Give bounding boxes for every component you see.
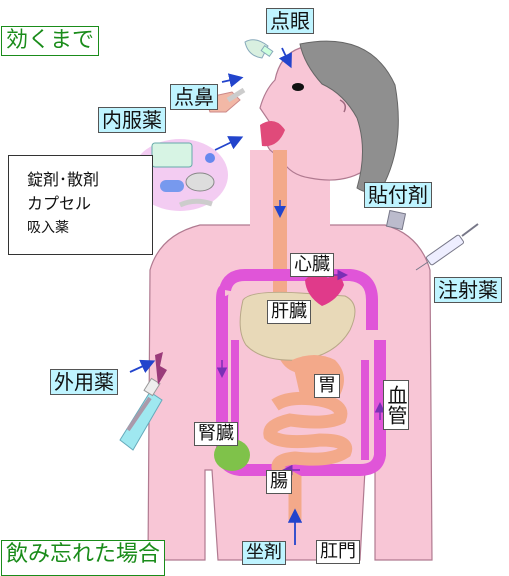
label-anus: 肛門 xyxy=(316,540,360,564)
label-kidney: 腎臓 xyxy=(194,422,238,446)
oral-arrow xyxy=(215,138,240,150)
oral-form-item: 吸入薬 xyxy=(27,216,152,240)
oral-form-item: カプセル xyxy=(27,192,152,216)
external-arrow xyxy=(130,362,152,372)
label-injection: 注射薬 xyxy=(434,277,502,303)
nasal-arrow xyxy=(222,78,240,82)
label-eye-drops: 点眼 xyxy=(266,8,314,34)
oral-form-item: 錠剤･散剤 xyxy=(27,168,152,192)
label-liver: 肝臓 xyxy=(267,300,311,324)
label-oral: 内服薬 xyxy=(98,107,166,133)
label-nasal: 点鼻 xyxy=(170,84,218,110)
label-intestine: 腸 xyxy=(266,470,292,494)
label-blood-vessel: 血管 xyxy=(383,380,409,430)
label-suppository: 坐剤 xyxy=(242,541,286,565)
label-stomach: 胃 xyxy=(314,374,340,398)
label-external: 外用薬 xyxy=(50,369,118,395)
label-heart: 心臓 xyxy=(290,253,334,277)
title-top: 効くまで xyxy=(1,26,99,56)
eye xyxy=(292,83,304,91)
title-bottom: 飲み忘れた場合 xyxy=(1,540,165,576)
eye-dropper-icon xyxy=(245,40,273,58)
oral-forms-box: 錠剤･散剤 カプセル 吸入薬 xyxy=(8,155,153,255)
label-patch: 貼付剤 xyxy=(364,182,432,208)
patch-icon xyxy=(387,211,406,230)
